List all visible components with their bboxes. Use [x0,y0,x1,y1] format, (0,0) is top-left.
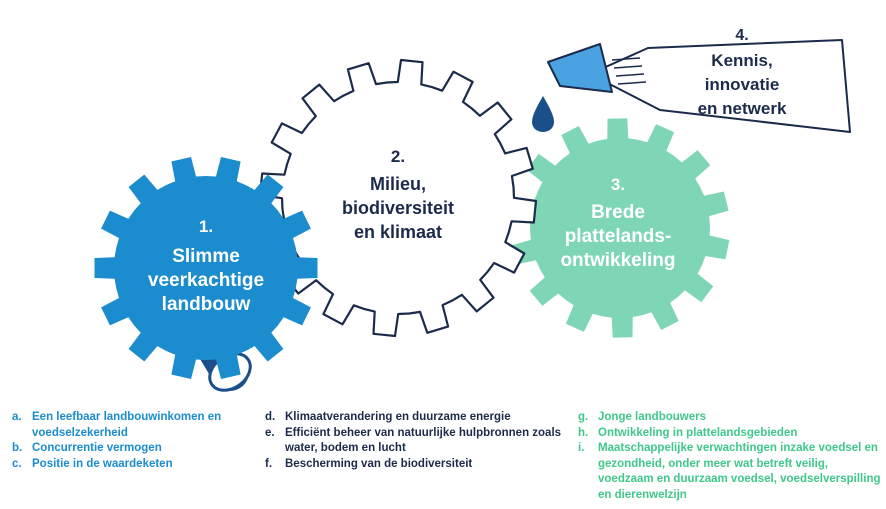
drop-icon [532,96,554,132]
svg-text:Kennis,: Kennis, [711,51,772,70]
gear-2-shape [258,58,538,338]
bottle-icon [547,39,851,133]
legend-item-d: d. Klimaatverandering en duurzame energi… [265,411,511,423]
svg-text:biodiversiteit: biodiversiteit [342,198,454,218]
svg-text:Milieu,: Milieu, [370,174,426,194]
svg-text:ontwikkeling: ontwikkeling [560,250,675,271]
gear-3-label: 3. Brede plattelands- ontwikkeling [560,175,675,271]
svg-text:en netwerk: en netwerk [698,99,787,118]
gear-3-shape [510,118,730,338]
bottle-label: 4. Kennis, innovatie en netwerk [698,27,787,118]
svg-text:plattelands-: plattelands- [565,226,672,247]
legend-item-c: c. Positie in de waardeketen [12,457,173,470]
gear-2-label: 2. Milieu, biodiversiteit en klimaat [342,147,454,242]
legend-item-b: b. Concurrentie vermogen [12,442,162,454]
legend-item-i: i. Maatschappelijke verwachtingen inzake… [578,442,881,501]
legend-item-h: h. Ontwikkeling in plattelandsgebieden [578,426,798,439]
legend-column-1: a. Een leefbaar landbouwinkomen en voeds… [12,410,257,472]
gear-1-label: 1. Slimme veerkachtige landbouw [148,217,264,315]
svg-text:4.: 4. [735,27,748,44]
svg-text:en klimaat: en klimaat [354,222,442,242]
svg-text:landbouw: landbouw [162,294,251,315]
svg-text:1.: 1. [199,217,213,236]
svg-text:2.: 2. [391,147,405,166]
legend-item-a: a. Een leefbaar landbouwinkomen en voeds… [12,411,222,439]
legend-item-g: g. Jonge landbouwers [578,411,706,423]
svg-text:innovatie: innovatie [705,75,780,94]
legend-item-f: f. Bescherming van de biodiversiteit [265,457,473,470]
svg-text:veerkachtige: veerkachtige [148,270,264,291]
gear-1-shape [94,157,318,379]
legend-item-e: e. Efficiënt beheer van natuurlijke hulp… [265,426,562,455]
svg-text:Brede: Brede [591,202,645,223]
legend-column-3: g. Jonge landbouwers h. Ontwikkeling in … [578,410,883,503]
svg-text:Slimme: Slimme [172,246,240,267]
svg-text:3.: 3. [611,175,625,194]
legend-column-2: d. Klimaatverandering en duurzame energi… [265,410,565,472]
